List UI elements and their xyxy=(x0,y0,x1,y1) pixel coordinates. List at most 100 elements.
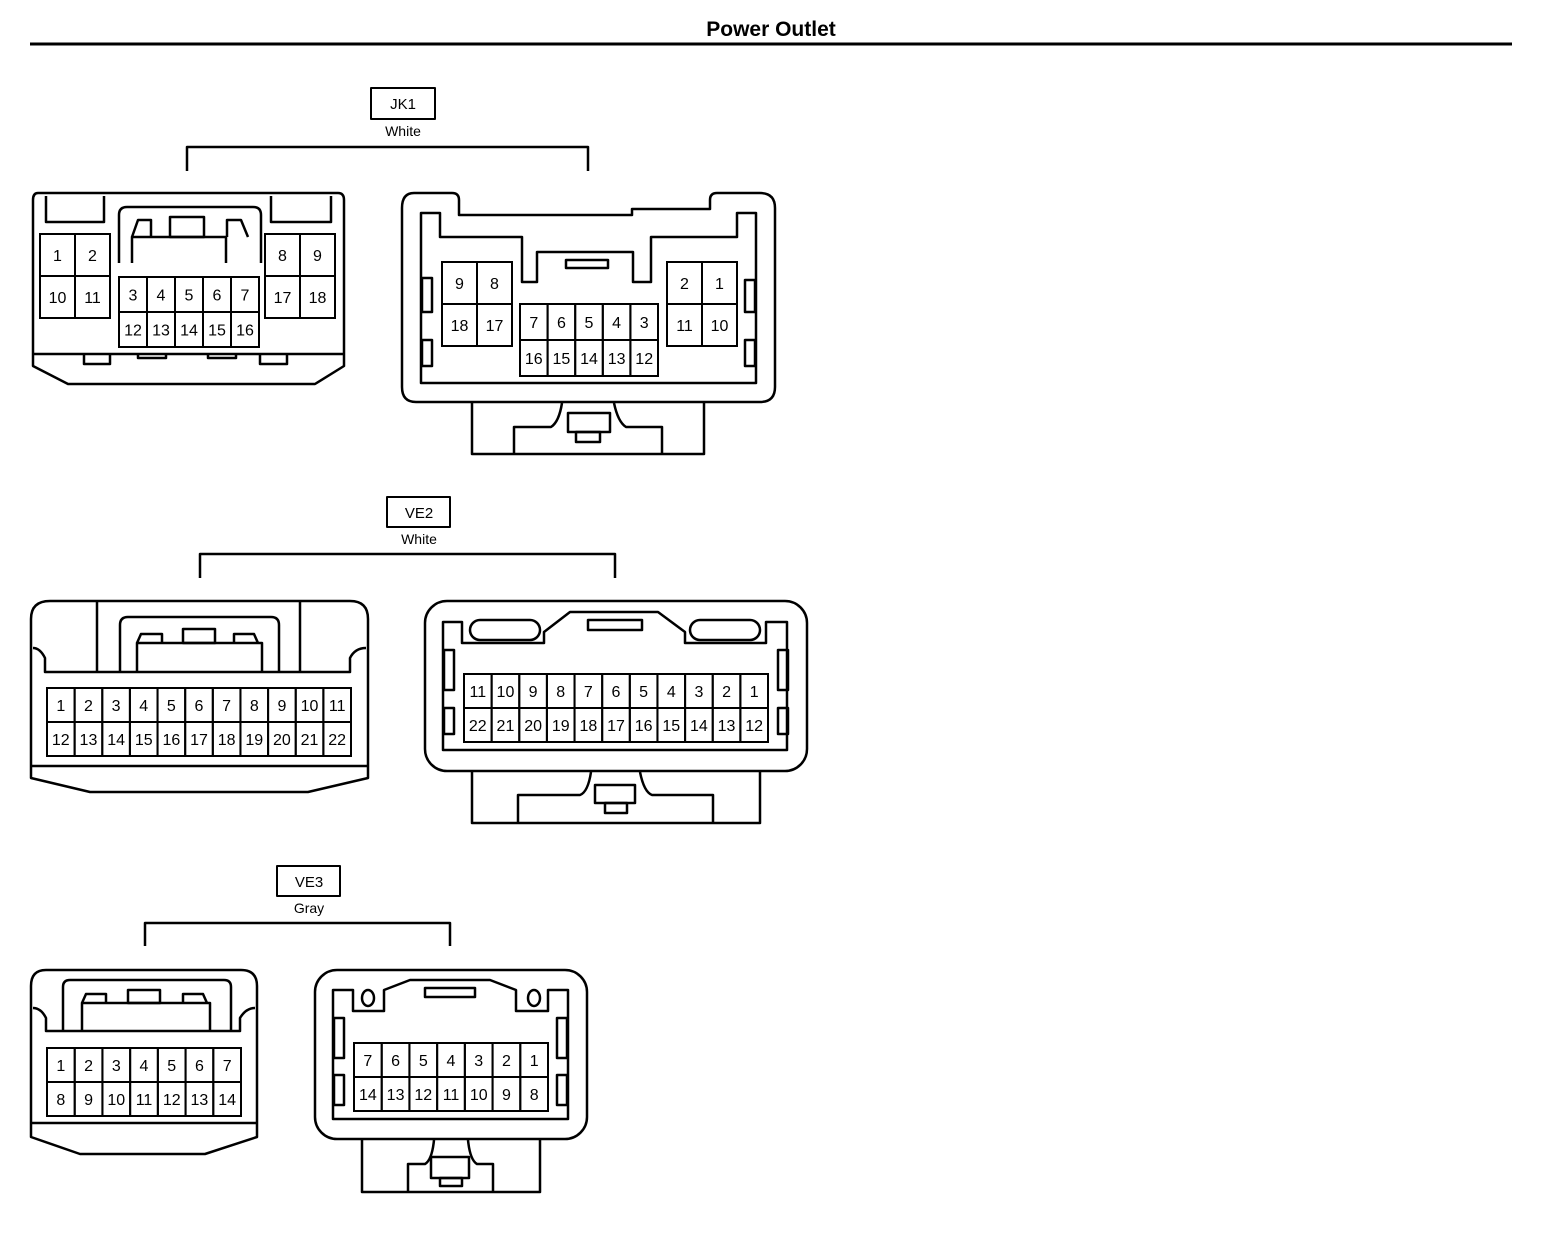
pin-number: 5 xyxy=(167,698,176,715)
pin-number: 4 xyxy=(157,288,166,305)
pin-number: 6 xyxy=(213,288,222,305)
pin-number: 3 xyxy=(640,315,649,332)
pin-number: 5 xyxy=(419,1053,428,1070)
pin-number: 7 xyxy=(529,315,538,332)
pin-number: 7 xyxy=(241,288,250,305)
pin-number: 11 xyxy=(329,698,346,715)
pin-cell xyxy=(230,311,260,348)
pin-number: 10 xyxy=(470,1087,488,1104)
pin-number: 14 xyxy=(107,732,125,749)
connector-housing-right xyxy=(423,599,809,825)
connector-code-box xyxy=(370,87,436,120)
pin-number: 2 xyxy=(502,1053,511,1070)
pin-number: 2 xyxy=(88,248,97,265)
pin-number: 17 xyxy=(190,732,208,749)
pin-number: 6 xyxy=(612,684,621,701)
pin-number: 9 xyxy=(84,1092,93,1109)
pin-number: 8 xyxy=(490,276,499,293)
pin-number: 12 xyxy=(745,718,763,735)
pin-number: 14 xyxy=(180,323,198,340)
pin-cell xyxy=(629,339,660,377)
pin-number: 15 xyxy=(662,718,680,735)
pin-number: 18 xyxy=(218,732,236,749)
pin-number: 2 xyxy=(680,276,689,293)
pin-number: 16 xyxy=(162,732,180,749)
pin-number: 18 xyxy=(309,290,327,307)
connector-housing-left xyxy=(31,191,346,386)
pin-number: 17 xyxy=(607,718,625,735)
pin-number: 9 xyxy=(313,248,322,265)
connector-bracket xyxy=(185,145,590,171)
pin-cell xyxy=(739,707,770,743)
pin-number: 1 xyxy=(56,1058,65,1075)
pin-number: 7 xyxy=(222,698,231,715)
pin-number: 6 xyxy=(195,698,204,715)
pin-number: 6 xyxy=(557,315,566,332)
pin-number: 14 xyxy=(580,351,598,368)
pin-number: 14 xyxy=(690,718,708,735)
pin-number: 18 xyxy=(451,318,469,335)
pin-number: 3 xyxy=(694,684,703,701)
pin-number: 21 xyxy=(301,732,319,749)
pin-number: 16 xyxy=(236,323,254,340)
pin-number: 8 xyxy=(556,684,565,701)
connector-housing-left xyxy=(29,968,259,1156)
pin-number: 17 xyxy=(486,318,504,335)
pin-cell xyxy=(212,1081,243,1117)
connector-color: White xyxy=(385,123,421,139)
connector-ve3 xyxy=(29,865,589,1194)
pin-number: 12 xyxy=(163,1092,181,1109)
pin-number: 1 xyxy=(530,1053,539,1070)
pin-number: 6 xyxy=(195,1058,204,1075)
pin-number: 9 xyxy=(277,698,286,715)
connector-code: JK1 xyxy=(390,96,416,113)
pin-number: 13 xyxy=(80,732,98,749)
pin-number: 4 xyxy=(447,1053,456,1070)
connector-bracket xyxy=(143,921,452,946)
connector-jk1 xyxy=(31,87,777,456)
connector-code-box xyxy=(276,865,341,897)
pin-number: 16 xyxy=(525,351,543,368)
pin-number: 7 xyxy=(363,1053,372,1070)
pin-number: 6 xyxy=(391,1053,400,1070)
pin-number: 18 xyxy=(579,718,597,735)
pin-number: 10 xyxy=(497,684,515,701)
pin-number: 13 xyxy=(718,718,736,735)
pin-number: 10 xyxy=(711,318,729,335)
connector-code-box xyxy=(386,496,451,528)
pin-number: 19 xyxy=(245,732,263,749)
pin-cell xyxy=(299,275,336,319)
pin-number: 21 xyxy=(497,718,515,735)
pin-number: 4 xyxy=(612,315,621,332)
pin-number: 2 xyxy=(84,1058,93,1075)
pin-number: 9 xyxy=(502,1087,511,1104)
pin-number: 4 xyxy=(140,1058,149,1075)
pin-number: 8 xyxy=(278,248,287,265)
pin-number: 13 xyxy=(608,351,626,368)
pin-number: 15 xyxy=(208,323,226,340)
pin-number: 16 xyxy=(635,718,653,735)
pin-number: 13 xyxy=(387,1087,405,1104)
pin-number: 8 xyxy=(56,1092,65,1109)
pin-number: 3 xyxy=(129,288,138,305)
pin-number: 22 xyxy=(469,718,487,735)
pin-number: 3 xyxy=(112,698,121,715)
pin-number: 5 xyxy=(167,1058,176,1075)
pin-number: 12 xyxy=(635,351,653,368)
pin-number: 11 xyxy=(136,1092,153,1109)
pin-cell xyxy=(322,721,353,757)
pin-number: 1 xyxy=(715,276,724,293)
pin-number: 20 xyxy=(524,718,542,735)
pin-cell xyxy=(476,303,513,347)
connector-bracket xyxy=(198,552,617,578)
pin-number: 4 xyxy=(139,698,148,715)
pin-number: 15 xyxy=(135,732,153,749)
pin-number: 1 xyxy=(53,248,62,265)
pin-number: 12 xyxy=(52,732,70,749)
connector-color: White xyxy=(401,531,437,547)
pin-number: 9 xyxy=(455,276,464,293)
pin-number: 11 xyxy=(84,290,101,307)
pin-number: 2 xyxy=(722,684,731,701)
